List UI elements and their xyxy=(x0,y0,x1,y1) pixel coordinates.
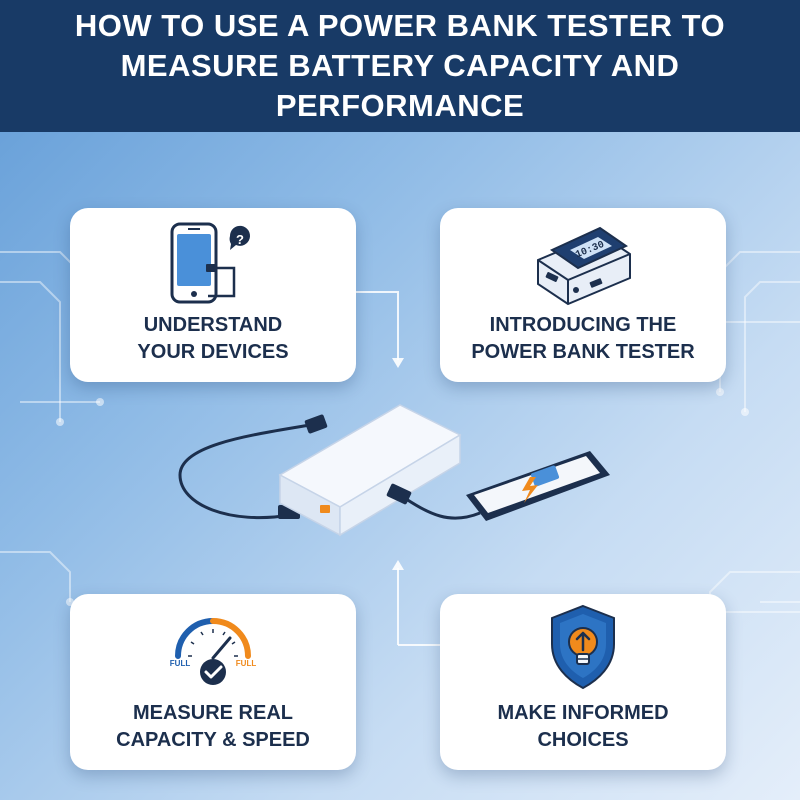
usb-cable-left xyxy=(178,423,311,520)
card-label-line-2: CHOICES xyxy=(537,729,629,751)
shield-lightbulb-icon xyxy=(551,604,615,690)
card-label-line-1: UNDERSTAND xyxy=(143,314,283,336)
gauge-label-left: FULL xyxy=(170,659,191,668)
card-label-line-1: INTRODUCING THE xyxy=(489,314,677,336)
card-measure-capacity: FULL FULL MEASURE REAL CAPACITY & SPEED xyxy=(70,594,356,770)
card-label-line-1: MAKE INFORMED xyxy=(497,702,669,724)
svg-text:?: ? xyxy=(236,232,244,247)
card-informed-choices: MAKE INFORMED CHOICES xyxy=(440,594,726,770)
title-banner: HOW TO USE A POWER BANK TESTER TO MEASUR… xyxy=(0,0,800,132)
card-label-line-2: POWER BANK TESTER xyxy=(471,341,695,363)
power-bank-tester-icon: 10:30 xyxy=(537,226,631,306)
card-understand-devices: ? UNDERSTAND YOUR DEVICES xyxy=(70,208,356,382)
power-bank-icon xyxy=(278,404,462,537)
power-bank-illustration xyxy=(178,404,610,537)
card-power-bank-tester: 10:30 INTRODUCING THE POWER BANK TESTER xyxy=(440,208,726,382)
gauge-check-icon: FULL FULL xyxy=(170,618,257,685)
card-label-line-2: CAPACITY & SPEED xyxy=(116,729,310,751)
charging-phone-icon xyxy=(466,451,610,521)
title-line-2: MEASURE BATTERY CAPACITY AND PERFORMANCE xyxy=(120,48,680,123)
card-label-line-1: MEASURE REAL xyxy=(132,702,293,724)
phone-with-question-icon: ? xyxy=(170,222,250,304)
card-label-line-2: YOUR DEVICES xyxy=(137,341,289,363)
title-line-1: HOW TO USE A POWER BANK TESTER TO xyxy=(74,8,726,43)
gauge-label-right: FULL xyxy=(236,659,257,668)
usb-cable-right xyxy=(399,493,481,520)
